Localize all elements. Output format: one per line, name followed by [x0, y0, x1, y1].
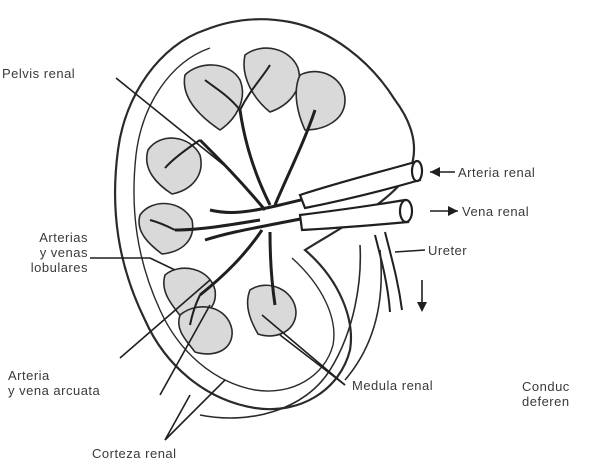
label-corteza-renal: Corteza renal	[92, 446, 177, 461]
label-pelvis-renal: Pelvis renal	[2, 66, 75, 81]
arrowheads	[417, 167, 458, 312]
label-arterias-line3: lobulares	[0, 260, 88, 275]
label-medula-renal: Medula renal	[352, 378, 433, 393]
label-arterias-line1: Arterias	[0, 230, 88, 245]
label-ureter: Ureter	[428, 243, 467, 258]
label-arterias-lobulares: Arterias y venas lobulares	[0, 230, 88, 275]
label-arcuata-line1: Arteria	[8, 368, 100, 383]
label-conducto-deferente: Conduc deferen	[522, 379, 570, 409]
label-conducto-line2: deferen	[522, 394, 570, 409]
label-vena-renal: Vena renal	[462, 204, 529, 219]
label-arterias-line2: y venas	[0, 245, 88, 260]
label-arteria-arcuata: Arteria y vena arcuata	[8, 368, 100, 398]
label-conducto-line1: Conduc	[522, 379, 570, 394]
label-arcuata-line2: y vena arcuata	[8, 383, 100, 398]
renal-artery-vein	[300, 161, 422, 230]
label-arteria-renal: Arteria renal	[458, 165, 535, 180]
